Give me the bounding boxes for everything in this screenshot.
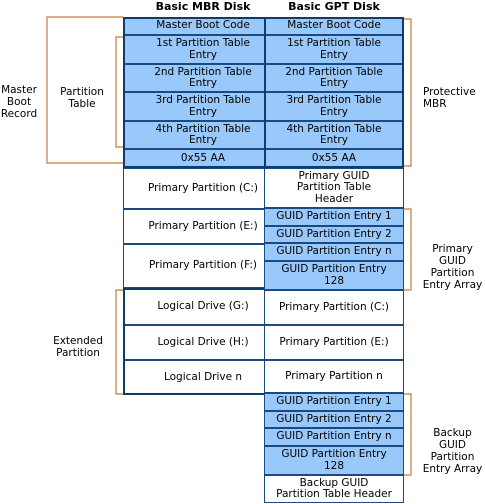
gpt-backup-entry-1: GUID Partition Entry 1: [264, 393, 404, 411]
gpt-primary-entry-2: GUID Partition Entry 2: [264, 226, 404, 243]
gpt-backup-header: Backup GUID Partition Table Header: [264, 475, 404, 503]
gpt-partition-entry-2: 2nd Partition Table Entry: [264, 64, 404, 92]
gpt-backup-entry-2: GUID Partition Entry 2: [264, 411, 404, 428]
gpt-disk-title: Basic GPT Disk: [288, 0, 380, 13]
mbr-primary-partition-e: Primary Partition (E:): [123, 209, 283, 244]
mbr-primary-partition-c: Primary Partition (C:): [123, 168, 283, 209]
master-boot-record-label: Master Boot Record: [0, 84, 38, 120]
mbr-partition-entry-2: 2nd Partition Table Entry: [123, 64, 283, 92]
mbr-boot-signature: 0x55 AA: [123, 149, 283, 168]
mbr-disk-title: Basic MBR Disk: [155, 0, 251, 13]
gpt-boot-signature: 0x55 AA: [264, 149, 404, 168]
partition-table-label: Partition Table: [60, 86, 104, 110]
gpt-primary-partition-n: Primary Partition n: [264, 360, 404, 393]
gpt-primary-header: Primary GUID Partition Table Header: [264, 168, 404, 208]
extended-partition-bracket: [115, 289, 123, 395]
backup-guid-array-label: Backup GUID Partition Entry Array: [422, 427, 483, 475]
mbr-partition-entry-1: 1st Partition Table Entry: [123, 35, 283, 64]
protective-mbr-label: Protective MBR: [423, 86, 476, 110]
extended-partition-label: Extended Partition: [53, 335, 103, 359]
gpt-partition-entry-1: 1st Partition Table Entry: [264, 35, 404, 64]
mbr-partition-entry-4: 4th Partition Table Entry: [123, 121, 283, 149]
gpt-backup-entry-128: GUID Partition Entry 128: [264, 446, 404, 475]
mbr-master-boot-code: Master Boot Code: [123, 17, 283, 35]
mbr-logical-drive-h: Logical Drive (H:): [123, 325, 283, 360]
mbr-logical-drive-n: Logical Drive n: [123, 360, 283, 395]
gpt-primary-entry-128: GUID Partition Entry 128: [264, 261, 404, 290]
backup-guid-array-bracket: [404, 393, 412, 476]
mbr-logical-drive-g: Logical Drive (G:): [123, 288, 283, 325]
gpt-primary-entry-n: GUID Partition Entry n: [264, 243, 404, 261]
primary-guid-array-label: Primary GUID Partition Entry Array: [422, 243, 483, 291]
gpt-partition-entry-3: 3rd Partition Table Entry: [264, 92, 404, 121]
gpt-partition-entry-4: 4th Partition Table Entry: [264, 121, 404, 149]
primary-guid-array-bracket: [404, 208, 412, 291]
gpt-primary-entry-1: GUID Partition Entry 1: [264, 208, 404, 226]
mbr-primary-partition-f: Primary Partition (F:): [123, 244, 283, 288]
gpt-master-boot-code: Master Boot Code: [264, 17, 404, 35]
partition-table-bracket: [115, 36, 123, 148]
protective-mbr-bracket: [404, 18, 412, 167]
gpt-primary-partition-e: Primary Partition (E:): [264, 325, 404, 360]
gpt-primary-partition-c: Primary Partition (C:): [264, 290, 404, 325]
mbr-partition-entry-3: 3rd Partition Table Entry: [123, 92, 283, 121]
gpt-backup-entry-n: GUID Partition Entry n: [264, 428, 404, 446]
